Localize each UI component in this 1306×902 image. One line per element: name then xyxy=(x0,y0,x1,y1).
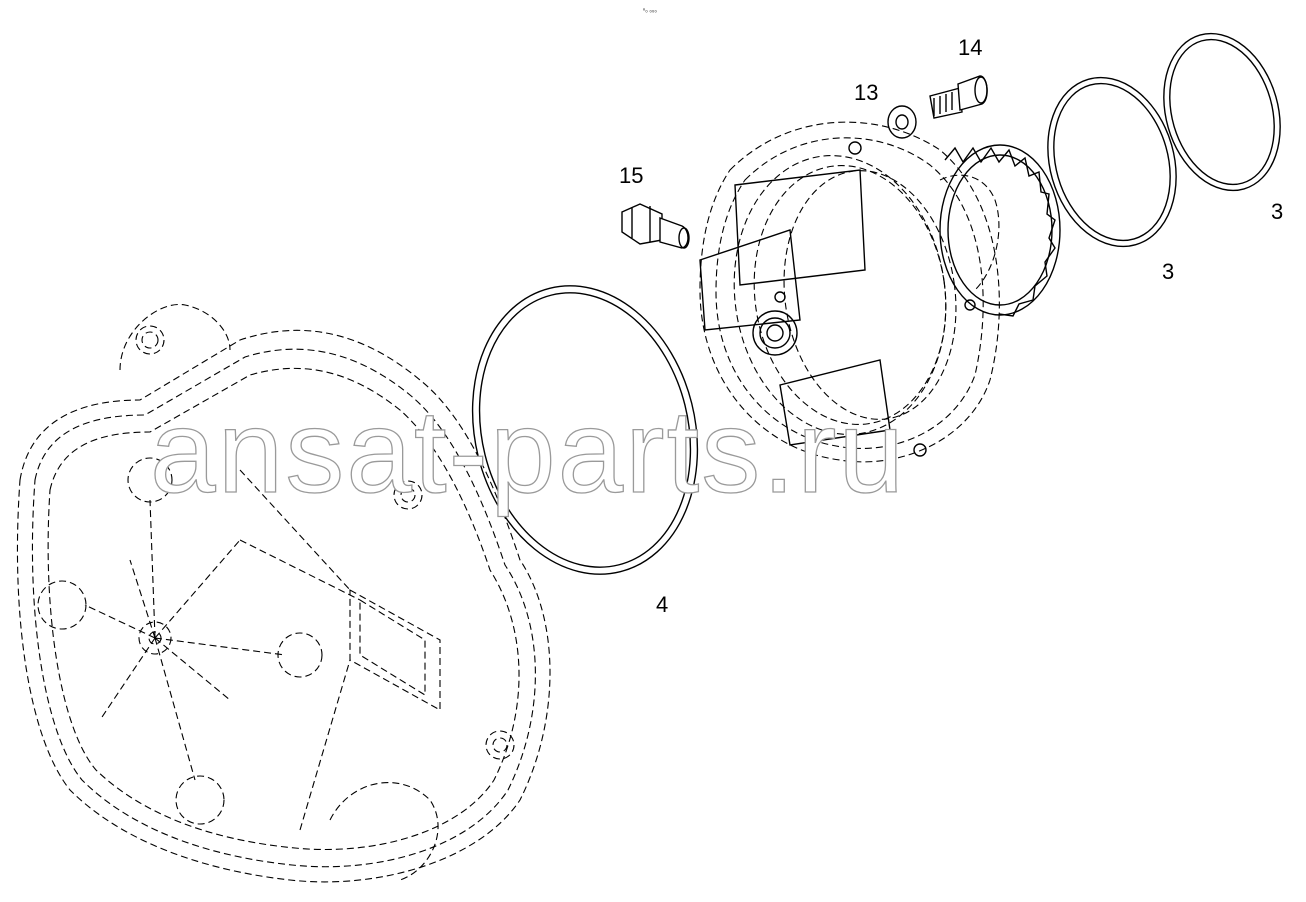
drive-gear xyxy=(939,144,1061,317)
housing-cover xyxy=(16,303,551,883)
callout-3-outer: 3 xyxy=(1271,199,1283,224)
callout-13: 13 xyxy=(854,80,878,105)
o-ring-3-outer xyxy=(1163,32,1281,192)
pump-assembly xyxy=(699,121,1000,463)
o-ring-3-inner xyxy=(1047,76,1177,248)
callout-14: 14 xyxy=(958,35,982,60)
screw-14 xyxy=(929,75,988,119)
watermark: ansat-parts.ru xyxy=(150,386,906,518)
header-mark: ⁿ₀ ₀₀₀ xyxy=(643,7,657,14)
callout-15: 15 xyxy=(619,163,643,188)
washer-13 xyxy=(887,105,917,139)
fitting-15 xyxy=(621,203,690,249)
callout-4: 4 xyxy=(656,592,668,617)
callout-3-inner: 3 xyxy=(1162,259,1174,284)
o-ring-4 xyxy=(471,285,699,575)
